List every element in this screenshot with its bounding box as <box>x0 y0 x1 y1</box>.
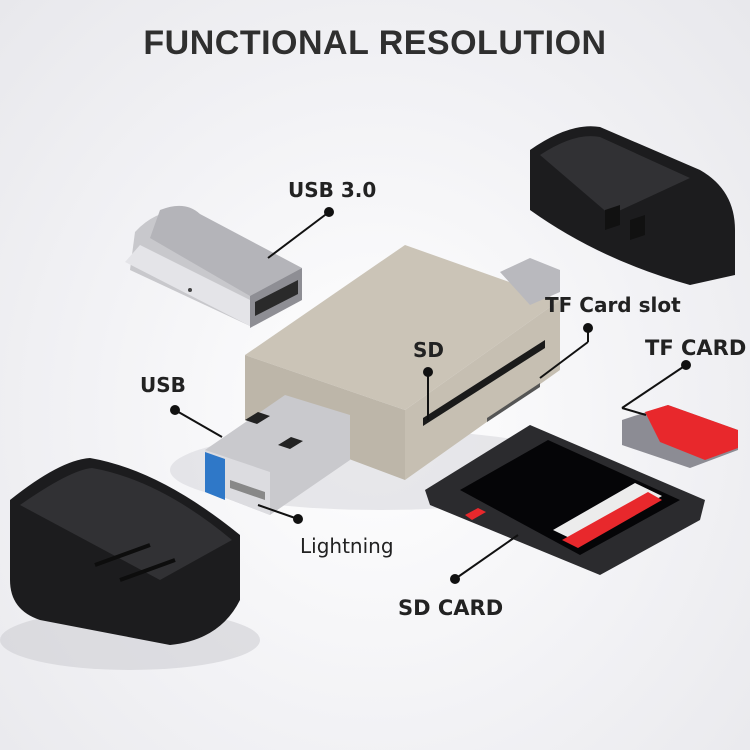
usb-a-connector <box>205 395 350 515</box>
sd-card <box>425 425 705 575</box>
callout-usb30: USB 3.0 <box>288 178 377 202</box>
callout-leaders <box>170 207 691 584</box>
tf-card <box>622 405 738 468</box>
protective-cap-right <box>530 126 735 285</box>
callout-lightning: Lightning <box>300 534 394 558</box>
page-title: FUNCTIONAL RESOLUTION <box>143 24 607 62</box>
callout-sd-slot: SD <box>413 338 445 362</box>
usb30-connector <box>125 205 302 328</box>
callout-tf-card: TF CARD <box>645 336 747 360</box>
callout-usb: USB <box>140 373 186 397</box>
callout-tf-card-slot: TF Card slot <box>545 293 681 317</box>
callout-sd-card: SD CARD <box>398 596 504 620</box>
protective-cap-left <box>10 458 240 645</box>
